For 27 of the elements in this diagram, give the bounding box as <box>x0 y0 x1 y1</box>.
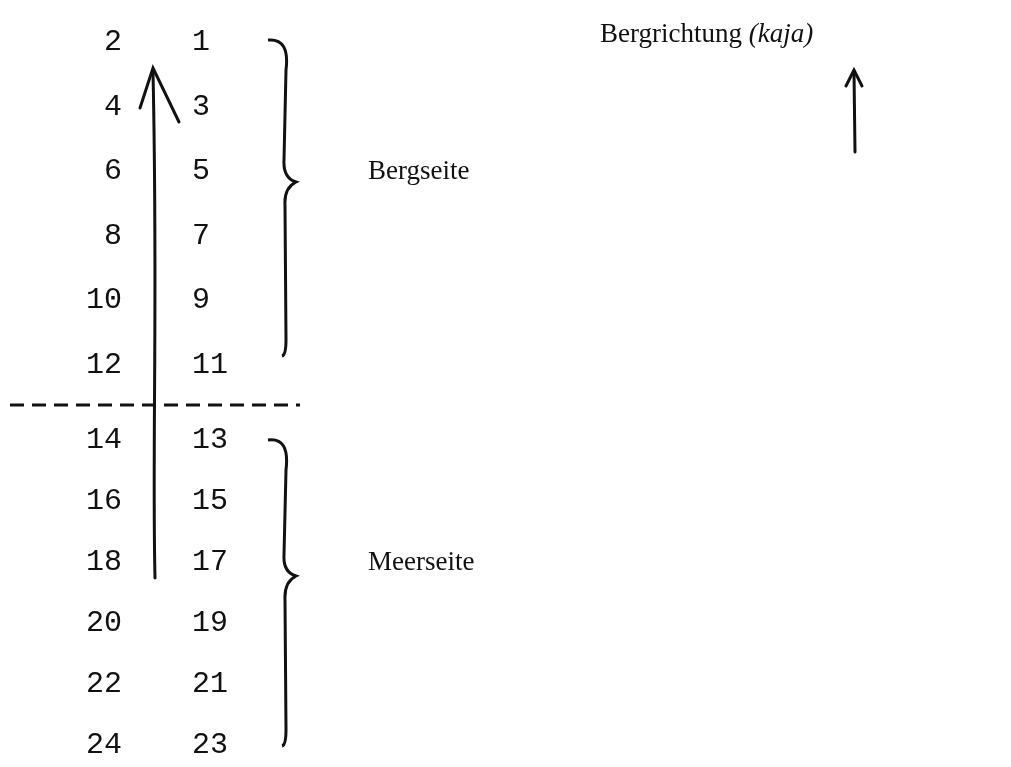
number-label: 17 <box>192 547 228 577</box>
number-label: 23 <box>192 730 228 760</box>
number-label: 19 <box>192 608 228 638</box>
number-label: 15 <box>192 486 228 516</box>
side-label: Bergseite <box>368 157 470 184</box>
direction-label: Bergrichtung (kaja) <box>600 20 814 47</box>
number-label: 14 <box>86 425 122 455</box>
number-label: 16 <box>86 486 122 516</box>
number-label: 4 <box>104 91 122 122</box>
number-label: 21 <box>192 669 228 699</box>
number-label: 18 <box>86 547 122 577</box>
number-label: 5 <box>192 156 210 186</box>
number-label: 12 <box>86 349 122 380</box>
number-label: 1 <box>192 27 210 57</box>
number-label: 6 <box>104 156 122 186</box>
number-label: 7 <box>192 220 210 251</box>
number-label: 9 <box>192 285 210 315</box>
number-label: 13 <box>192 425 228 455</box>
number-label: 20 <box>86 608 122 638</box>
number-label: 24 <box>86 730 122 760</box>
number-label: 10 <box>86 285 122 315</box>
number-label: 22 <box>86 669 122 699</box>
number-label: 3 <box>192 91 210 122</box>
number-label: 8 <box>104 220 122 251</box>
number-label: 11 <box>192 349 228 380</box>
side-label: Meerseite <box>368 548 475 575</box>
number-label: 2 <box>104 27 122 57</box>
